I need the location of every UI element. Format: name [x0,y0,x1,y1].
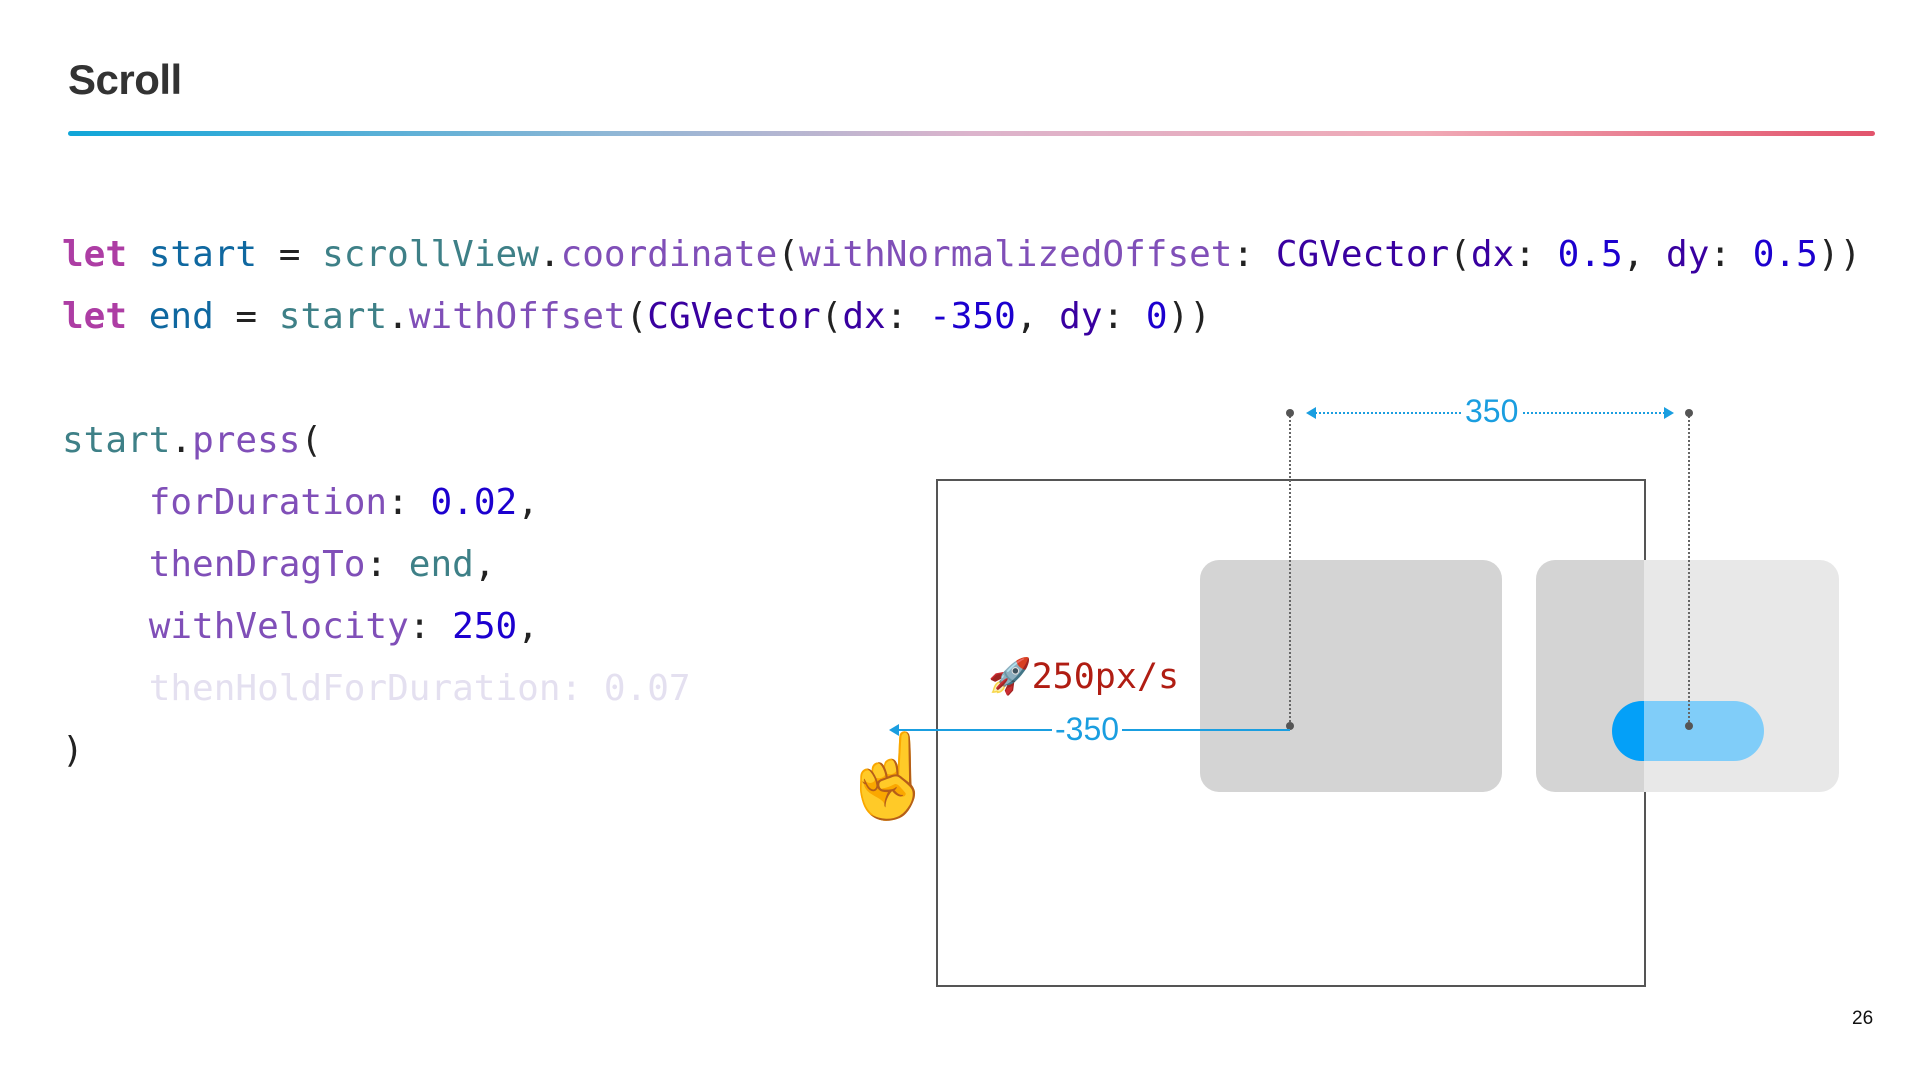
code-token: dy [1059,296,1103,337]
code-token [127,234,149,275]
code-token: : [1514,234,1558,275]
code-token: ( [777,234,799,275]
code-token: . [538,234,561,275]
code-token: start [148,234,258,275]
code-line: forDuration: 0.02, [62,481,539,525]
end-guide-line [1688,413,1690,726]
guide-dot [1286,409,1294,417]
code-token: )) [1817,234,1862,275]
code-token: coordinate [560,234,778,275]
code-token: ) [62,730,84,771]
rocket-icon: 🚀 [988,657,1032,697]
code-token: end [408,544,474,585]
content-card [1200,560,1502,792]
code-token: CGVector [1275,234,1450,275]
distance-label: 350 [1462,393,1522,430]
arrow-right-icon [1664,407,1674,419]
code-token: let [62,296,128,337]
code-token: CGVector [647,296,821,337]
code-token: : [1709,234,1753,275]
code-line: let start = scrollView.coordinate(withNo… [62,233,1861,277]
code-token: : [1102,296,1146,337]
guide-dot [1685,409,1693,417]
code-token: scrollView [322,234,539,275]
code-token: : [1232,234,1276,275]
code-token: 0.02 [430,482,518,523]
code-token [127,296,149,337]
slide-title: Scroll [68,56,182,103]
code-token: ( [1449,234,1471,275]
code-token: 0 [1145,296,1168,337]
code-token: , [517,606,539,647]
code-token: : [885,296,930,337]
code-token: thenHoldForDuration: 0.07 [62,668,691,709]
code-token: dx [842,296,886,337]
code-token: = [213,296,279,337]
code-token: = [257,234,323,275]
code-line: ) [62,729,84,773]
code-line: thenDragTo: end, [62,543,496,587]
code-token: withNormalizedOffset [799,234,1233,275]
code-token: . [170,420,193,461]
code-token: 0.5 [1752,234,1818,275]
code-token: . [387,296,409,337]
code-token: : [365,544,409,585]
code-token: : [387,482,431,523]
code-token: )) [1167,296,1211,337]
code-token: , [517,482,539,523]
code-token: , [1015,296,1060,337]
code-token: withOffset [408,296,626,337]
code-token: ( [820,296,843,337]
code-token: , [473,544,496,585]
code-token: end [148,296,214,337]
velocity-label: 🚀250px/s [988,656,1179,697]
code-line: withVelocity: 250, [62,605,539,649]
code-token: 250 [452,606,518,647]
drag-offset-label: -350 [1052,711,1123,748]
pointing-hand-icon: ☝️ [838,731,941,822]
code-line: thenHoldForDuration: 0.07 [62,667,691,711]
arrow-left-icon [1306,407,1316,419]
code-token: : [408,606,453,647]
code-line: let end = start.withOffset(CGVector(dx: … [62,295,1211,339]
code-token: dx [1470,234,1515,275]
code-token: ( [300,420,323,461]
start-guide-line [1289,413,1291,726]
code-token: ( [625,296,648,337]
code-token: start [278,296,388,337]
arrow-left-icon [889,724,899,736]
page-number: 26 [1852,1008,1874,1029]
code-line: start.press( [62,419,322,463]
code-token: -350 [929,296,1016,337]
gradient-divider [68,131,1875,136]
code-token: forDuration [62,482,388,523]
end-point-dot [1685,722,1693,730]
code-token: withVelocity [62,606,409,647]
code-token: 0.5 [1557,234,1623,275]
code-token: thenDragTo [62,544,366,585]
code-token: start [62,420,171,461]
start-point-dot [1286,722,1294,730]
code-token: , [1622,234,1667,275]
code-token: dy [1666,234,1710,275]
code-token: let [62,234,128,275]
code-token: press [192,420,301,461]
velocity-text: 250px/s [1031,657,1180,697]
